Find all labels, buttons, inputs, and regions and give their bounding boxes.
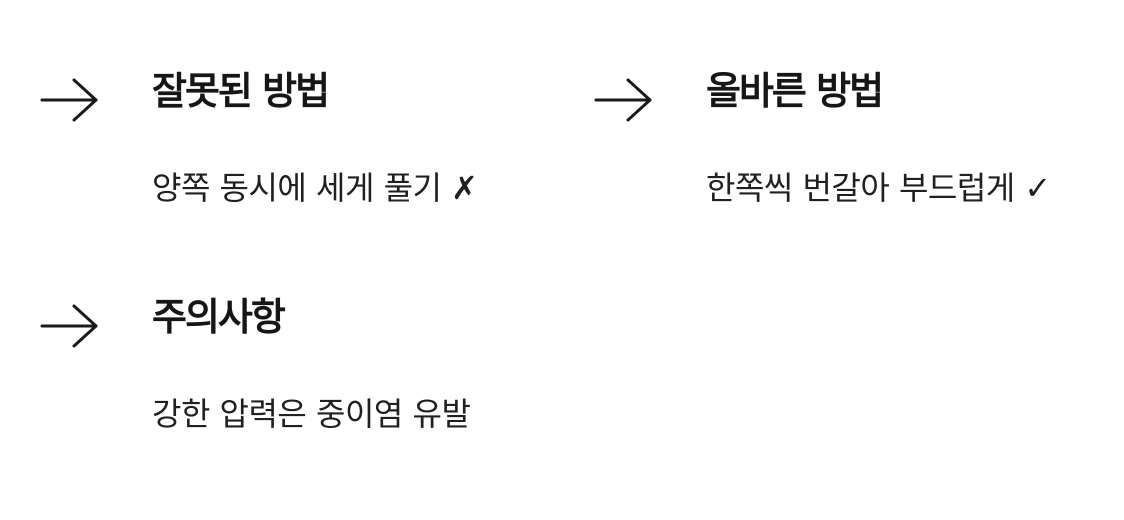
tip-title: 올바른 방법 (706, 69, 884, 113)
tip-title: 잘못된 방법 (152, 69, 330, 113)
right-arrow-icon (40, 76, 100, 124)
tip-description: 한쪽씩 번갈아 부드럽게 ✓ (706, 169, 1051, 207)
tip-title: 주의사항 (152, 295, 286, 339)
right-arrow-icon (40, 302, 100, 350)
tip-description: 강한 압력은 중이염 유발 (152, 395, 471, 433)
tip-description: 양쪽 동시에 세게 풀기 ✗ (152, 169, 478, 207)
right-arrow-icon (594, 76, 654, 124)
